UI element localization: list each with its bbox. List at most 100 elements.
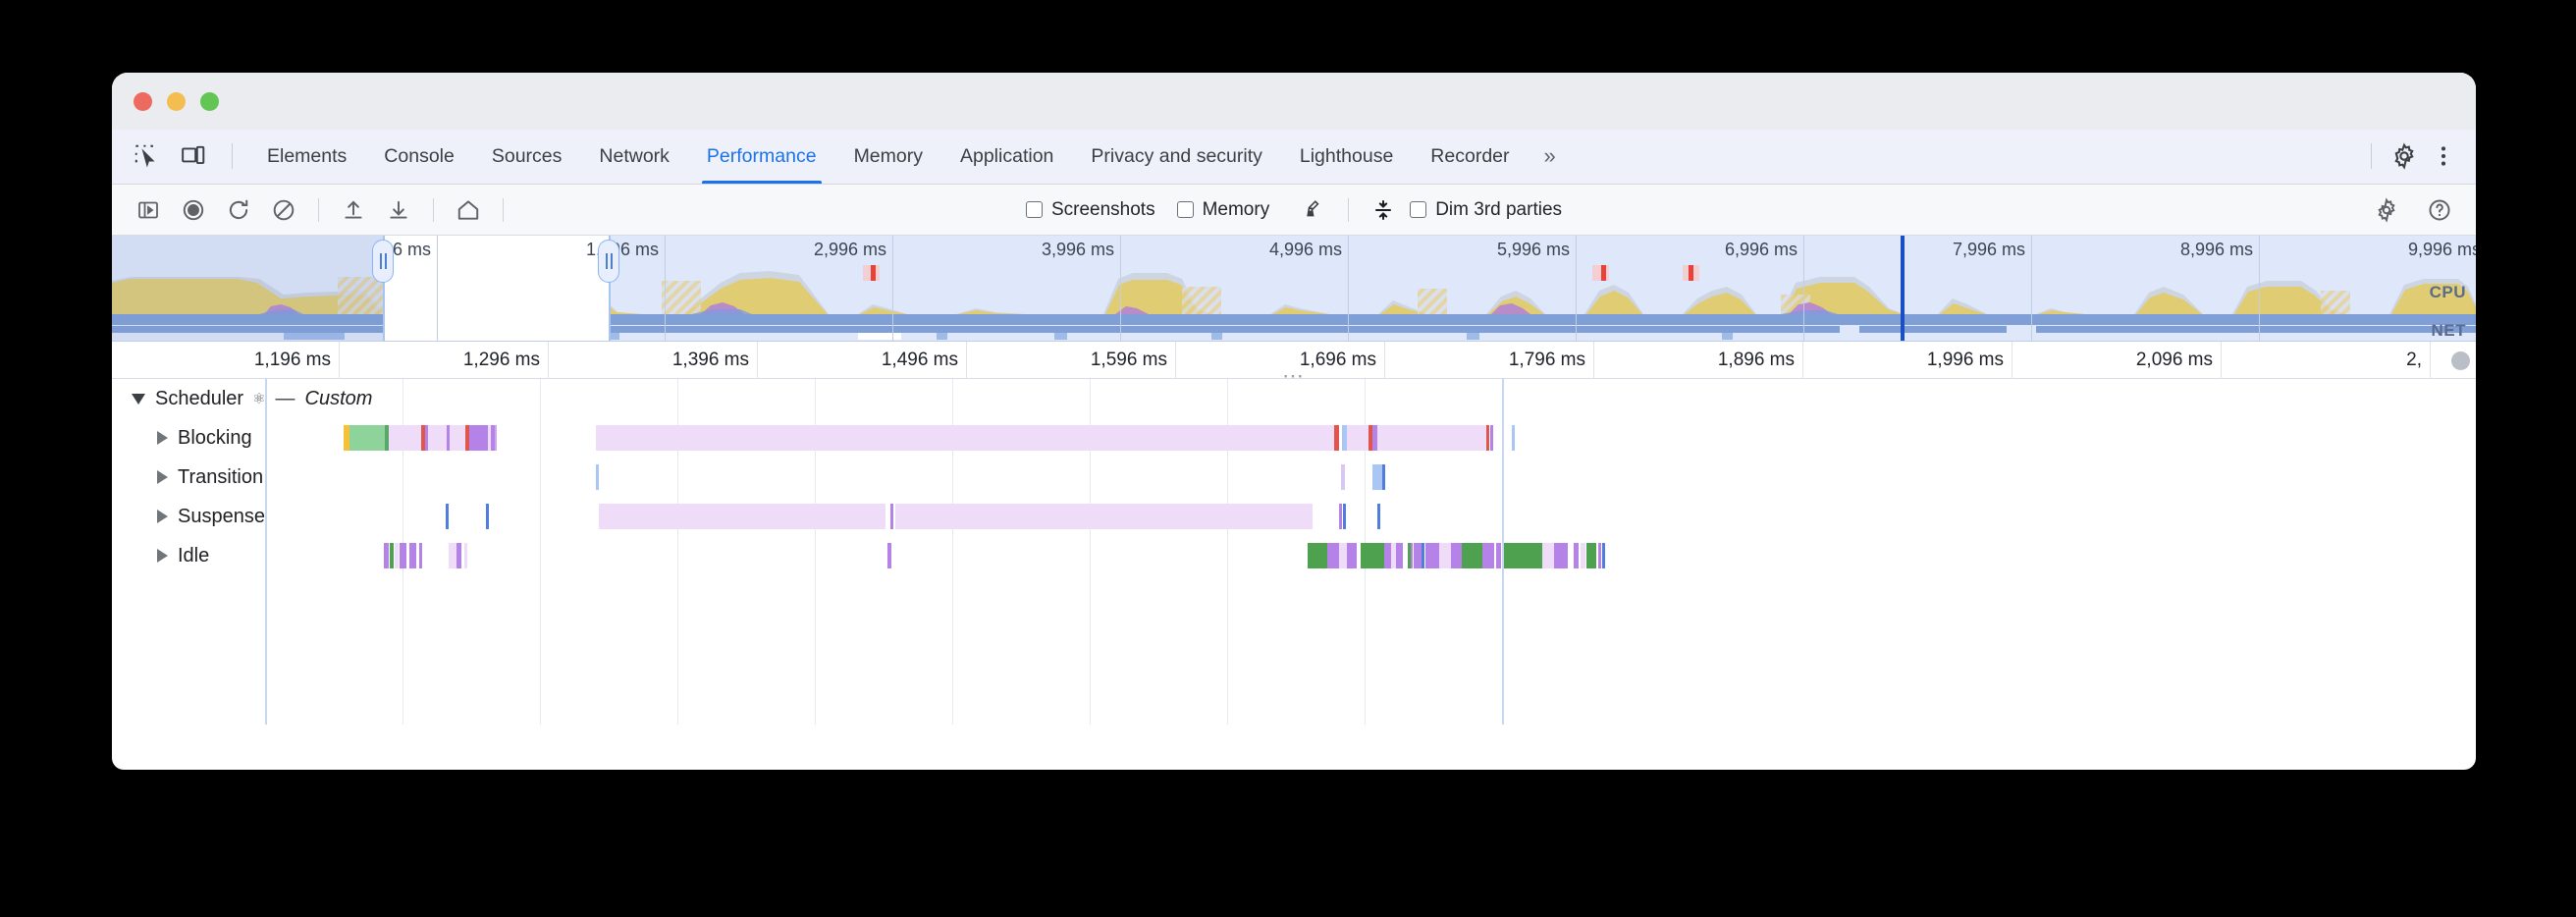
tab-lighthouse[interactable]: Lighthouse: [1299, 144, 1394, 167]
flame-chart[interactable]: Scheduler ⚛ — Custom Blocking Transition…: [112, 379, 2476, 725]
record-icon[interactable]: [175, 191, 212, 229]
flame-bar[interactable]: [1602, 543, 1605, 568]
flame-bar[interactable]: [450, 425, 465, 451]
tab-sources[interactable]: Sources: [491, 144, 563, 167]
track-group-scheduler[interactable]: Scheduler ⚛ — Custom: [112, 379, 372, 418]
flame-bar[interactable]: [456, 543, 461, 568]
flame-bar[interactable]: [389, 425, 421, 451]
flame-bar[interactable]: [428, 425, 447, 451]
flame-bar[interactable]: [1368, 425, 1372, 451]
flame-bar[interactable]: [465, 425, 469, 451]
flame-bar[interactable]: [1554, 543, 1568, 568]
flame-bar[interactable]: [385, 425, 389, 451]
flame-bar[interactable]: [1339, 543, 1347, 568]
tab-application[interactable]: Application: [959, 144, 1054, 167]
flame-bar[interactable]: [488, 425, 491, 451]
flame-bar[interactable]: [1496, 543, 1501, 568]
flame-bar[interactable]: [895, 504, 1313, 529]
flame-bars[interactable]: [112, 379, 2476, 725]
flame-bar[interactable]: [1451, 543, 1462, 568]
flame-bar[interactable]: [464, 543, 467, 568]
fit-to-window-icon[interactable]: [1365, 191, 1402, 229]
tab-privacy-and-security[interactable]: Privacy and security: [1091, 144, 1262, 167]
flame-bar[interactable]: [1462, 543, 1482, 568]
flame-bar[interactable]: [1425, 543, 1439, 568]
overview-resize-handle-left[interactable]: [372, 240, 394, 283]
flame-bar[interactable]: [1482, 543, 1494, 568]
minimize-window-button[interactable]: [167, 92, 186, 111]
timing-marker-1[interactable]: [871, 265, 876, 281]
flame-bar[interactable]: [390, 543, 394, 568]
overview-selection-window[interactable]: [383, 236, 611, 341]
flame-bar[interactable]: [447, 425, 450, 451]
settings-gear-icon[interactable]: [2388, 139, 2421, 173]
home-icon[interactable]: [450, 191, 487, 229]
flame-bar[interactable]: [596, 425, 1334, 451]
flame-bar[interactable]: [421, 425, 425, 451]
upload-profile-icon[interactable]: [335, 191, 372, 229]
help-icon[interactable]: [2421, 191, 2458, 229]
flame-bar[interactable]: [1486, 425, 1489, 451]
flame-bar[interactable]: [1308, 543, 1327, 568]
flame-bar[interactable]: [1347, 425, 1368, 451]
memory-checkbox[interactable]: Memory: [1176, 199, 1269, 221]
track-row-idle[interactable]: Idle: [112, 536, 365, 575]
flame-bar[interactable]: [1347, 543, 1357, 568]
tab-memory[interactable]: Memory: [853, 144, 923, 167]
flame-bar[interactable]: [1327, 543, 1339, 568]
download-profile-icon[interactable]: [380, 191, 417, 229]
flame-bar[interactable]: [599, 504, 886, 529]
flame-bar[interactable]: [1542, 543, 1554, 568]
flame-bar[interactable]: [1361, 543, 1384, 568]
track-row-transition[interactable]: Transition: [112, 458, 365, 497]
timeline-scroll-knob[interactable]: [2451, 351, 2470, 370]
device-toolbar-icon[interactable]: [177, 139, 210, 173]
flame-bar[interactable]: [1342, 425, 1347, 451]
flame-bar[interactable]: [495, 425, 497, 451]
flame-bar[interactable]: [1414, 543, 1422, 568]
overview-resize-handle-right[interactable]: [598, 240, 619, 283]
tab-console[interactable]: Console: [384, 144, 455, 167]
screenshots-checkbox[interactable]: Screenshots: [1025, 199, 1155, 221]
flame-bar[interactable]: [419, 543, 422, 568]
flame-bar[interactable]: [1343, 504, 1346, 529]
flame-bar[interactable]: [887, 543, 891, 568]
flame-bar[interactable]: [446, 504, 449, 529]
screenshots-checkbox-box[interactable]: [1025, 201, 1043, 218]
flame-bar[interactable]: [1411, 543, 1413, 568]
flame-bar[interactable]: [1382, 464, 1385, 490]
track-row-suspense[interactable]: Suspense: [112, 497, 365, 536]
flame-bar[interactable]: [491, 425, 495, 451]
toggle-sidebar-icon[interactable]: [130, 191, 167, 229]
flame-bar[interactable]: [469, 425, 471, 451]
capture-settings-icon[interactable]: [2368, 191, 2405, 229]
flame-bar[interactable]: [890, 504, 893, 529]
reload-and-record-icon[interactable]: [220, 191, 257, 229]
flame-bar[interactable]: [1384, 543, 1391, 568]
overview-selection-right-edge[interactable]: [609, 236, 611, 341]
chevron-right-icon[interactable]: [157, 510, 168, 523]
flame-bar[interactable]: [1574, 543, 1579, 568]
more-tabs-chevron-icon[interactable]: »: [1543, 143, 1556, 168]
tab-network[interactable]: Network: [599, 144, 670, 167]
memory-checkbox-box[interactable]: [1176, 201, 1194, 218]
dim-3rd-parties-checkbox[interactable]: Dim 3rd parties: [1410, 199, 1562, 221]
flame-bar[interactable]: [395, 543, 399, 568]
tab-performance[interactable]: Performance: [688, 129, 835, 184]
flame-bar[interactable]: [1396, 543, 1403, 568]
flame-bar[interactable]: [409, 543, 416, 568]
flame-bar[interactable]: [400, 543, 406, 568]
flame-bar[interactable]: [1391, 543, 1396, 568]
flame-bar[interactable]: [1408, 543, 1411, 568]
track-row-blocking[interactable]: Blocking: [112, 418, 365, 458]
timing-marker-3[interactable]: [1689, 265, 1693, 281]
tab-elements[interactable]: Elements: [267, 144, 348, 167]
flame-bar[interactable]: [384, 543, 389, 568]
flame-bar[interactable]: [1503, 543, 1542, 568]
flame-bar[interactable]: [486, 504, 489, 529]
collect-garbage-icon[interactable]: [1295, 191, 1332, 229]
close-window-button[interactable]: [134, 92, 152, 111]
flame-bar[interactable]: [1422, 543, 1424, 568]
flame-bar[interactable]: [1598, 543, 1601, 568]
dim-3rd-parties-checkbox-box[interactable]: [1410, 201, 1427, 218]
